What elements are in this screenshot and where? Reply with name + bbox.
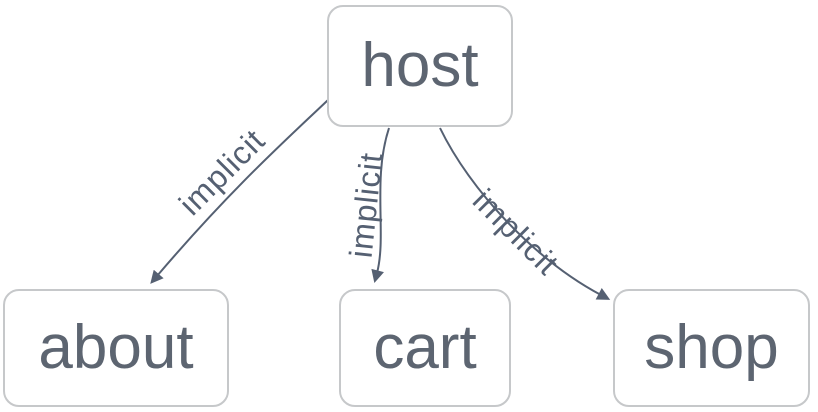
node-about-label: about bbox=[38, 313, 194, 382]
edge-host-cart bbox=[371, 127, 390, 284]
node-about: about bbox=[3, 289, 229, 407]
node-host: host bbox=[327, 5, 513, 127]
node-shop-label: shop bbox=[644, 313, 779, 382]
node-host-label: host bbox=[361, 31, 479, 100]
edge-label-host-cart: implicit bbox=[343, 151, 390, 260]
edge-host-shop bbox=[439, 127, 611, 300]
node-cart-label: cart bbox=[373, 313, 477, 382]
node-shop: shop bbox=[613, 289, 810, 407]
node-cart: cart bbox=[339, 289, 511, 407]
edge-host-about bbox=[150, 99, 329, 284]
edge-label-host-about: implicit bbox=[172, 122, 272, 222]
edge-label-host-shop: implicit bbox=[466, 182, 566, 282]
